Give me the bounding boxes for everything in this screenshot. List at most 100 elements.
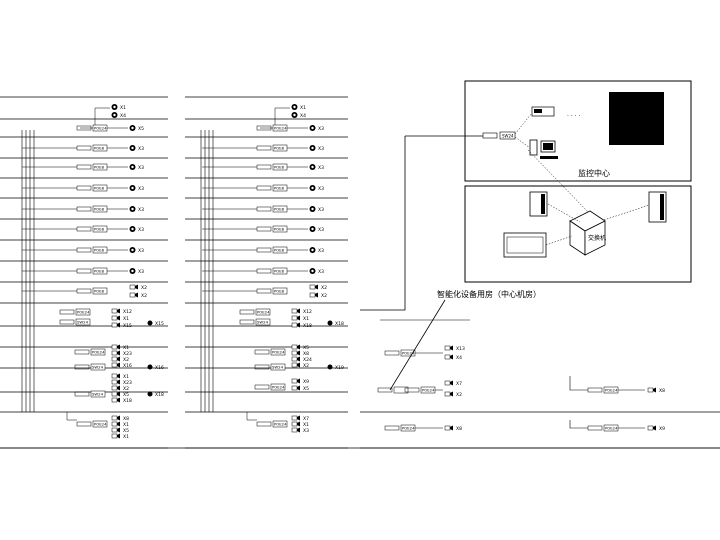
switch-symbol [256,145,272,151]
camera-icon: X5 [291,344,309,351]
camera-label: X2 [123,386,129,392]
switch-symbol [74,364,90,370]
switch-symbol [587,425,603,431]
core-switch-label: 交换机 [588,234,606,242]
camera-icon: X2 [111,356,129,363]
camera-icon: X8 [647,387,665,394]
switch-symbol [377,387,393,393]
dome-camera-label: X3 [138,146,144,152]
camera-label: X7 [303,416,309,422]
camera-lens [117,362,120,368]
camera-body [111,415,118,421]
camera-icon: X1 [111,373,129,380]
switch-label: POE8 [94,289,105,294]
switch-box [75,308,91,316]
dome-camera-icon: X3 [129,226,144,233]
camera-icon: X2 [444,391,462,398]
camera-icon: X1 [111,433,129,440]
dome-camera-icon: X1 [291,104,306,111]
dome-camera-lens [311,165,314,169]
camera-body [111,356,118,362]
workstation-screen [543,143,553,150]
switch-label: SW24 [272,365,284,370]
camera-body [111,379,118,385]
switch-label: POE24 [402,351,415,356]
switch-icon: POE8 [76,205,108,213]
camera-lens [450,345,453,351]
camera-label: X2 [456,392,462,398]
center-switch-box [499,131,516,140]
dome-camera-lens [311,248,314,252]
switch-icon: POE8 [256,225,288,233]
dome-camera-icon: X3 [129,145,144,152]
camera-lens [297,315,300,321]
switch-label: POE8 [274,248,285,253]
switch-label: POE24 [402,426,415,431]
dome-camera-lens [293,105,296,109]
camera-body [291,427,298,433]
dome-camera-icon: X4 [291,112,306,119]
switch-icon: POE24 [404,386,436,394]
camera-lens [135,284,138,290]
camera-label: X5 [303,345,309,351]
switch-symbol [404,387,420,393]
dome-camera-lens [131,126,134,130]
camera-label: X2 [321,285,327,291]
link-switch-workstation [514,136,531,149]
camera-lens [450,425,453,431]
camera-body [111,397,118,403]
dome-camera-label: X3 [318,207,324,213]
dome-camera-label: X3 [138,165,144,171]
camera-body [444,391,451,397]
dome-camera-lens [293,113,296,117]
camera-body [111,427,118,433]
switch-box [270,363,286,371]
dome-camera-icon: X3 [309,206,324,213]
camera-icon: X8 [291,350,309,357]
switch-symbol [59,309,75,315]
switch-symbol [254,384,270,390]
video-recorder-body [531,106,555,117]
camera-icon: X5 [291,385,309,392]
dome-camera-label: X4 [300,113,306,119]
feed-line [66,412,77,421]
camera-body [111,350,118,356]
switch-symbol [384,350,400,356]
switch-icon: POE24 [254,348,286,356]
switch-symbol [384,425,400,431]
switch-icon: POE24 [587,424,619,432]
camera-lens [450,391,453,397]
camera-body [291,385,298,391]
camera-label: X24 [303,357,312,363]
camera-icon: X9 [291,378,309,385]
camera-label: X23 [123,380,132,386]
dome-camera-label: X3 [318,269,324,275]
switch-icon: POE8 [256,287,288,295]
switch-symbol [254,364,270,370]
dome-camera-lens [131,186,134,190]
dome-camera-icon: X3 [129,268,144,275]
switch-icon: POE8 [256,144,288,152]
camera-body [291,315,298,321]
camera-label: X15 [123,323,132,329]
switch-label: POE24 [77,310,90,315]
camera-lens [117,344,120,350]
switch-icon: SW24 [74,363,106,371]
camera-lens [315,284,318,290]
switch-icon: SW24 [254,363,286,371]
dome-camera-icon: X5 [129,125,144,132]
camera-icon: X18 [111,397,132,404]
camera-lens [653,387,656,393]
dome-camera-label: X3 [318,165,324,171]
speaker-icon [327,320,333,326]
camera-label: X23 [123,351,132,357]
camera-body [111,385,118,391]
switch-symbol [76,164,92,170]
camera-label: X1 [123,345,129,351]
camera-label: X13 [456,346,465,352]
camera-label: X16 [123,363,132,369]
server-right-side [660,194,664,220]
server-right [648,191,667,223]
speaker-icon [147,320,153,326]
switch-icon: POE8 [256,163,288,171]
